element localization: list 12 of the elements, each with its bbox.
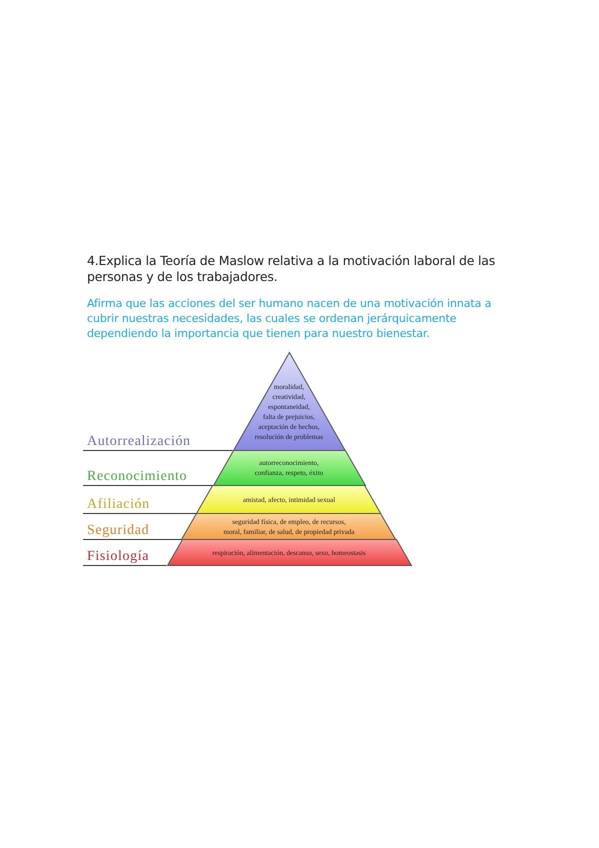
leader-line (82, 450, 234, 451)
leader-line (82, 539, 182, 540)
question-heading: 4.Explica la Teoría de Maslow relativa a la motivación laboral de las personas y de los trabajadores. (87, 253, 496, 285)
level-name: Afiliación (83, 497, 150, 513)
level-name: Reconocimiento (83, 469, 188, 485)
leader-line (82, 485, 213, 486)
level-name: Autorrealización (83, 434, 191, 450)
level-name: Seguridad (83, 523, 150, 539)
level-name: Fisiología (83, 549, 150, 565)
answer-paragraph: Afirma que las acciones del ser humano nacen de una motivación innata a cubrir nuestras necesidades, las cuales se ordenan jerárquicamente dependiendo la importancia que tienen para nuestro bienestar. (87, 296, 492, 341)
leader-line (82, 565, 167, 566)
leader-line (82, 513, 197, 514)
